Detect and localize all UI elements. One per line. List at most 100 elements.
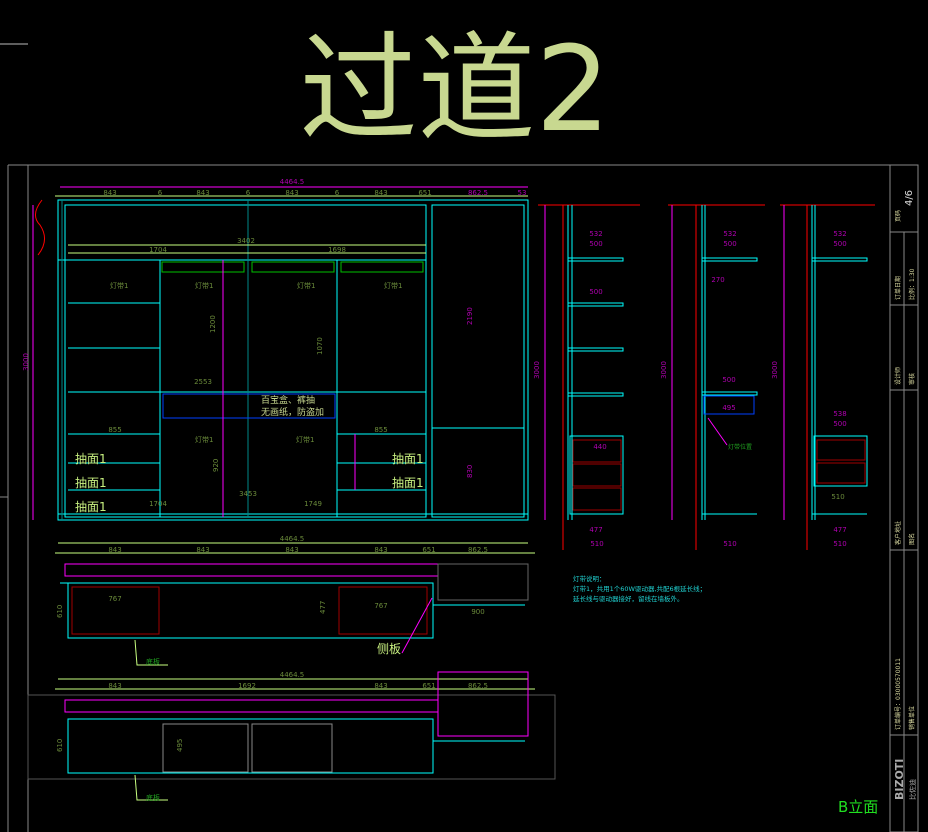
- treasure-box: [162, 393, 336, 419]
- light-strip-label: 灯带1: [195, 281, 213, 290]
- dim-left: 1704: [149, 246, 167, 254]
- dim-depth: 610: [56, 739, 64, 752]
- drawer-face-label: 抽面1: [75, 476, 107, 490]
- main-elevation: 4464.5 843 6 843 6 843 6 843 651 862.5 5…: [22, 178, 529, 521]
- dim: 843: [374, 682, 387, 690]
- side-view-2: 3000 532 500 270 500 495 灯带位置 510: [660, 204, 765, 550]
- dim-right: 1698: [328, 246, 346, 254]
- title-block: 4/6 页码 订单日期 比例：1:30 设计师 审核 客户地址 图名 订单编号：…: [893, 190, 917, 800]
- base-board-label: 底板: [146, 657, 160, 666]
- dim-top: 6: [246, 189, 251, 197]
- dim-top: 53: [518, 189, 527, 197]
- dim-top: 843: [103, 189, 116, 197]
- box-note: 百宝盒、裤抽: [261, 394, 315, 406]
- dim-drawer-width: 855: [108, 426, 121, 434]
- dim-top: 843: [196, 189, 209, 197]
- dim-top: 651: [418, 189, 431, 197]
- base-board-label: 底板: [146, 793, 160, 802]
- reviewer: 审核: [908, 373, 916, 385]
- dim-top: 6: [158, 189, 163, 197]
- page-number: 4/6: [904, 190, 915, 206]
- drawing-title: 过道2: [299, 20, 610, 158]
- dim: 1692: [238, 682, 256, 690]
- dim-top: 862.5: [468, 189, 488, 197]
- dim: 862.5: [468, 682, 488, 690]
- dim-side-depth: 477: [319, 601, 327, 614]
- dim-vertical: 830: [466, 465, 474, 478]
- sales-unit: 销售单位: [908, 706, 916, 730]
- dim: 843: [108, 682, 121, 690]
- brand-logo-cn: 比佐迪: [908, 779, 917, 800]
- order-date: 订单日期: [894, 276, 902, 300]
- dim-shelf: 500: [833, 240, 846, 248]
- dim-top-depth: 532: [833, 230, 846, 238]
- brand-logo: BIZOTI: [893, 759, 906, 800]
- dim-center-span: 2553: [194, 378, 212, 386]
- dim: 862.5: [468, 546, 488, 554]
- dim-lower-right: 1749: [304, 500, 322, 508]
- dim-vertical: 1070: [316, 337, 324, 355]
- dim: 843: [285, 546, 298, 554]
- dim-inner-depth: 477: [589, 526, 602, 534]
- dim-drawer-right: 767: [374, 602, 387, 610]
- dim-box: 495: [722, 404, 735, 412]
- dim-vertical: 920: [212, 459, 220, 472]
- dim-depth: 510: [833, 540, 846, 548]
- dim-height: 3000: [533, 361, 541, 379]
- side-view-3: 3000 532 500 538 500 510 477 510: [771, 204, 875, 550]
- light-strip-label: 灯带1: [296, 435, 314, 444]
- dim-depth: 510: [723, 540, 736, 548]
- order-number: 订单编号：03000570011: [894, 658, 902, 730]
- dim-height: 3000: [22, 353, 30, 371]
- view-label: B立面: [838, 798, 878, 816]
- dim-span: 3402: [237, 237, 255, 245]
- plan-view-2: 4464.5 843 1692 843 651 862.5 610 495 底板: [27, 671, 556, 802]
- dim-inner-depth: 477: [833, 526, 846, 534]
- dim-lower-width: 538: [833, 410, 846, 418]
- dim-top: 843: [285, 189, 298, 197]
- dim-shelf: 500: [723, 240, 736, 248]
- dim-total: 4464.5: [280, 178, 305, 186]
- dim: 843: [108, 546, 121, 554]
- side-board-label: 侧板: [377, 642, 401, 656]
- light-position-note: 灯带位置: [728, 443, 752, 451]
- drawer-face-label: 抽面1: [75, 500, 107, 514]
- box-note: 无画纸，防盗加: [261, 406, 324, 418]
- dim-top-depth: 532: [723, 230, 736, 238]
- drawer-face-label: 抽面1: [392, 452, 424, 466]
- dim: 651: [422, 546, 435, 554]
- dim-top: 843: [374, 189, 387, 197]
- dim: 843: [374, 546, 387, 554]
- light-notes: 灯带说明： 灯带1，共用1个60W驱动器,共配6根延长线； 延长线与驱动器接好，…: [573, 574, 706, 603]
- dim-total: 4464.5: [280, 671, 305, 679]
- light-strip-label: 灯带1: [195, 435, 213, 444]
- drawer-face-label: 抽面1: [392, 476, 424, 490]
- dim-shelf: 500: [589, 240, 602, 248]
- dim: 843: [196, 546, 209, 554]
- dim-total: 4464.5: [280, 535, 305, 543]
- dim-vertical: 2190: [466, 307, 474, 325]
- scale: 比例：1:30: [908, 268, 916, 300]
- drawing-frame: [0, 164, 919, 832]
- side-view-1: 3000 532 500 500 440 477 510: [533, 204, 640, 550]
- plan-view-1: 843 843 843 843 651 862.5 4464.5 767 767…: [55, 535, 535, 666]
- dim-door-depth: 495: [176, 739, 184, 752]
- dim-lower-shelf: 500: [833, 420, 846, 428]
- dim-depth: 610: [56, 605, 64, 618]
- dim: 651: [422, 682, 435, 690]
- dim-height: 3000: [771, 361, 779, 379]
- dim-rail: 270: [711, 276, 724, 284]
- dim-mid-shelf: 500: [589, 288, 602, 296]
- dim-depth: 510: [590, 540, 603, 548]
- dim-return-width: 900: [471, 608, 484, 616]
- dim-top-depth: 532: [589, 230, 602, 238]
- dim-drawer-left: 767: [108, 595, 121, 603]
- client-address: 客户地址: [894, 521, 902, 545]
- light-strip-label: 灯带1: [384, 281, 402, 290]
- dim-vertical: 1200: [209, 315, 217, 333]
- drawer-face-label: 抽面1: [75, 452, 107, 466]
- page-label: 页码: [894, 210, 902, 222]
- designer: 设计师: [894, 367, 902, 385]
- notes-heading: 灯带说明：: [573, 574, 606, 583]
